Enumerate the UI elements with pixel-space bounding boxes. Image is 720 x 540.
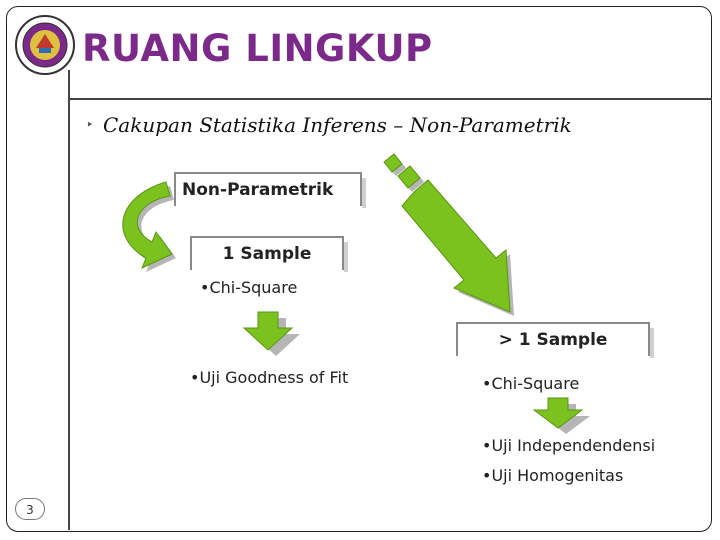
horizontal-divider [68,98,712,100]
slide-subtitle: ‣ Cakupan Statistika Inferens – Non-Para… [86,113,572,137]
left-test-chi-square: •Chi-Square [200,278,298,297]
diagonal-arrow [383,153,511,313]
bullet-icon: ‣ [86,117,94,133]
down-arrow-left [242,311,300,356]
vertical-divider [68,70,70,530]
right-result-homogenitas: •Uji Homogenitas [482,466,624,485]
box-1-sample: 1 Sample [190,236,348,272]
university-seal-icon [15,15,75,75]
box-more-than-1-sample: > 1 Sample [456,322,654,358]
down-arrow-right [532,397,590,434]
left-result-goodness-of-fit: •Uji Goodness of Fit [190,368,349,387]
subtitle-text: Cakupan Statistika Inferens – Non-Parame… [103,113,572,137]
curved-arrow [122,181,173,269]
right-result-independensi: •Uji Independendensi [482,436,656,455]
page-number: 3 [15,498,45,520]
slide-title: RUANG LINGKUP [82,27,433,70]
root-box-non-parametrik: Non-Parametrik [174,172,366,208]
right-test-chi-square: •Chi-Square [482,374,580,393]
slide-frame [6,6,712,532]
